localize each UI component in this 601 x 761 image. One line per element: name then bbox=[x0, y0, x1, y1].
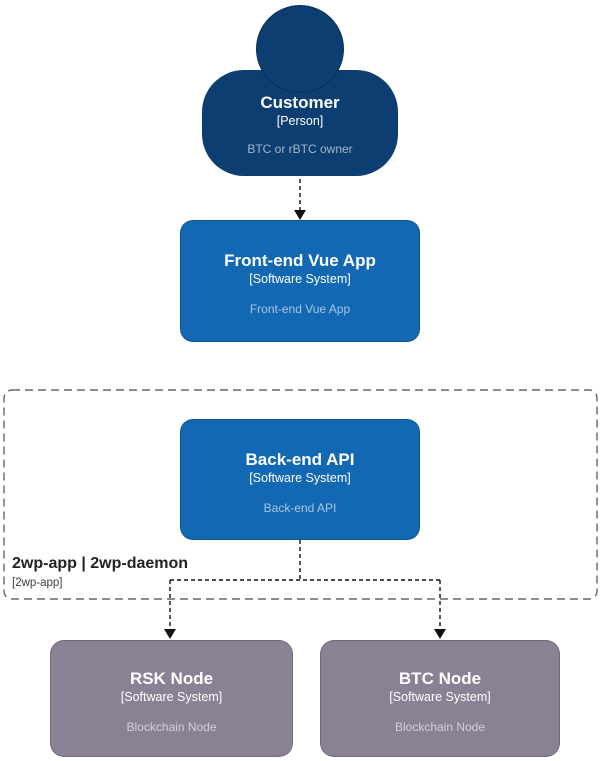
boundary-label: 2wp-app | 2wp-daemon [2wp-app] bbox=[12, 554, 188, 590]
node-type-label: [Person] bbox=[276, 114, 324, 128]
node-description: BTC or rBTC owner bbox=[247, 142, 353, 156]
node-description: Back-end API bbox=[263, 501, 337, 515]
person-head-icon bbox=[256, 5, 344, 93]
node-title: Front-end Vue App bbox=[224, 251, 376, 270]
node-type-label: [Software System] bbox=[120, 690, 223, 704]
boundary-type-label: [2wp-app] bbox=[12, 577, 63, 589]
arrowhead-down-icon bbox=[294, 210, 306, 220]
boundary-border bbox=[3, 389, 598, 600]
person-text: Customer [Person] BTC or rBTC owner bbox=[202, 93, 398, 156]
edge-customer-to-frontend bbox=[294, 179, 306, 220]
arrowhead-down-icon bbox=[434, 629, 446, 639]
node-title: Back-end API bbox=[245, 450, 355, 469]
node-title: BTC Node bbox=[398, 669, 482, 688]
node-description: Blockchain Node bbox=[394, 720, 486, 734]
node-description: Blockchain Node bbox=[126, 720, 217, 734]
frontend-vue-app-node[interactable]: Front-end Vue App [Software System] Fron… bbox=[180, 220, 420, 342]
arrowhead-down-icon bbox=[164, 629, 176, 639]
node-title: Customer bbox=[260, 93, 340, 112]
node-type-label: [Software System] bbox=[249, 272, 351, 286]
node-type-label: [Software System] bbox=[389, 690, 491, 704]
btc-node[interactable]: BTC Node [Software System] Blockchain No… bbox=[320, 640, 560, 757]
rsk-node[interactable]: RSK Node [Software System] Blockchain No… bbox=[50, 640, 293, 757]
node-type-label: [Software System] bbox=[249, 471, 351, 485]
node-description: Front-end Vue App bbox=[249, 302, 351, 316]
edge-backend-to-nodes bbox=[164, 540, 446, 639]
backend-api-node[interactable]: Back-end API [Software System] Back-end … bbox=[180, 419, 420, 540]
node-title: RSK Node bbox=[129, 669, 214, 688]
boundary-title: 2wp-app | 2wp-daemon bbox=[12, 555, 189, 572]
